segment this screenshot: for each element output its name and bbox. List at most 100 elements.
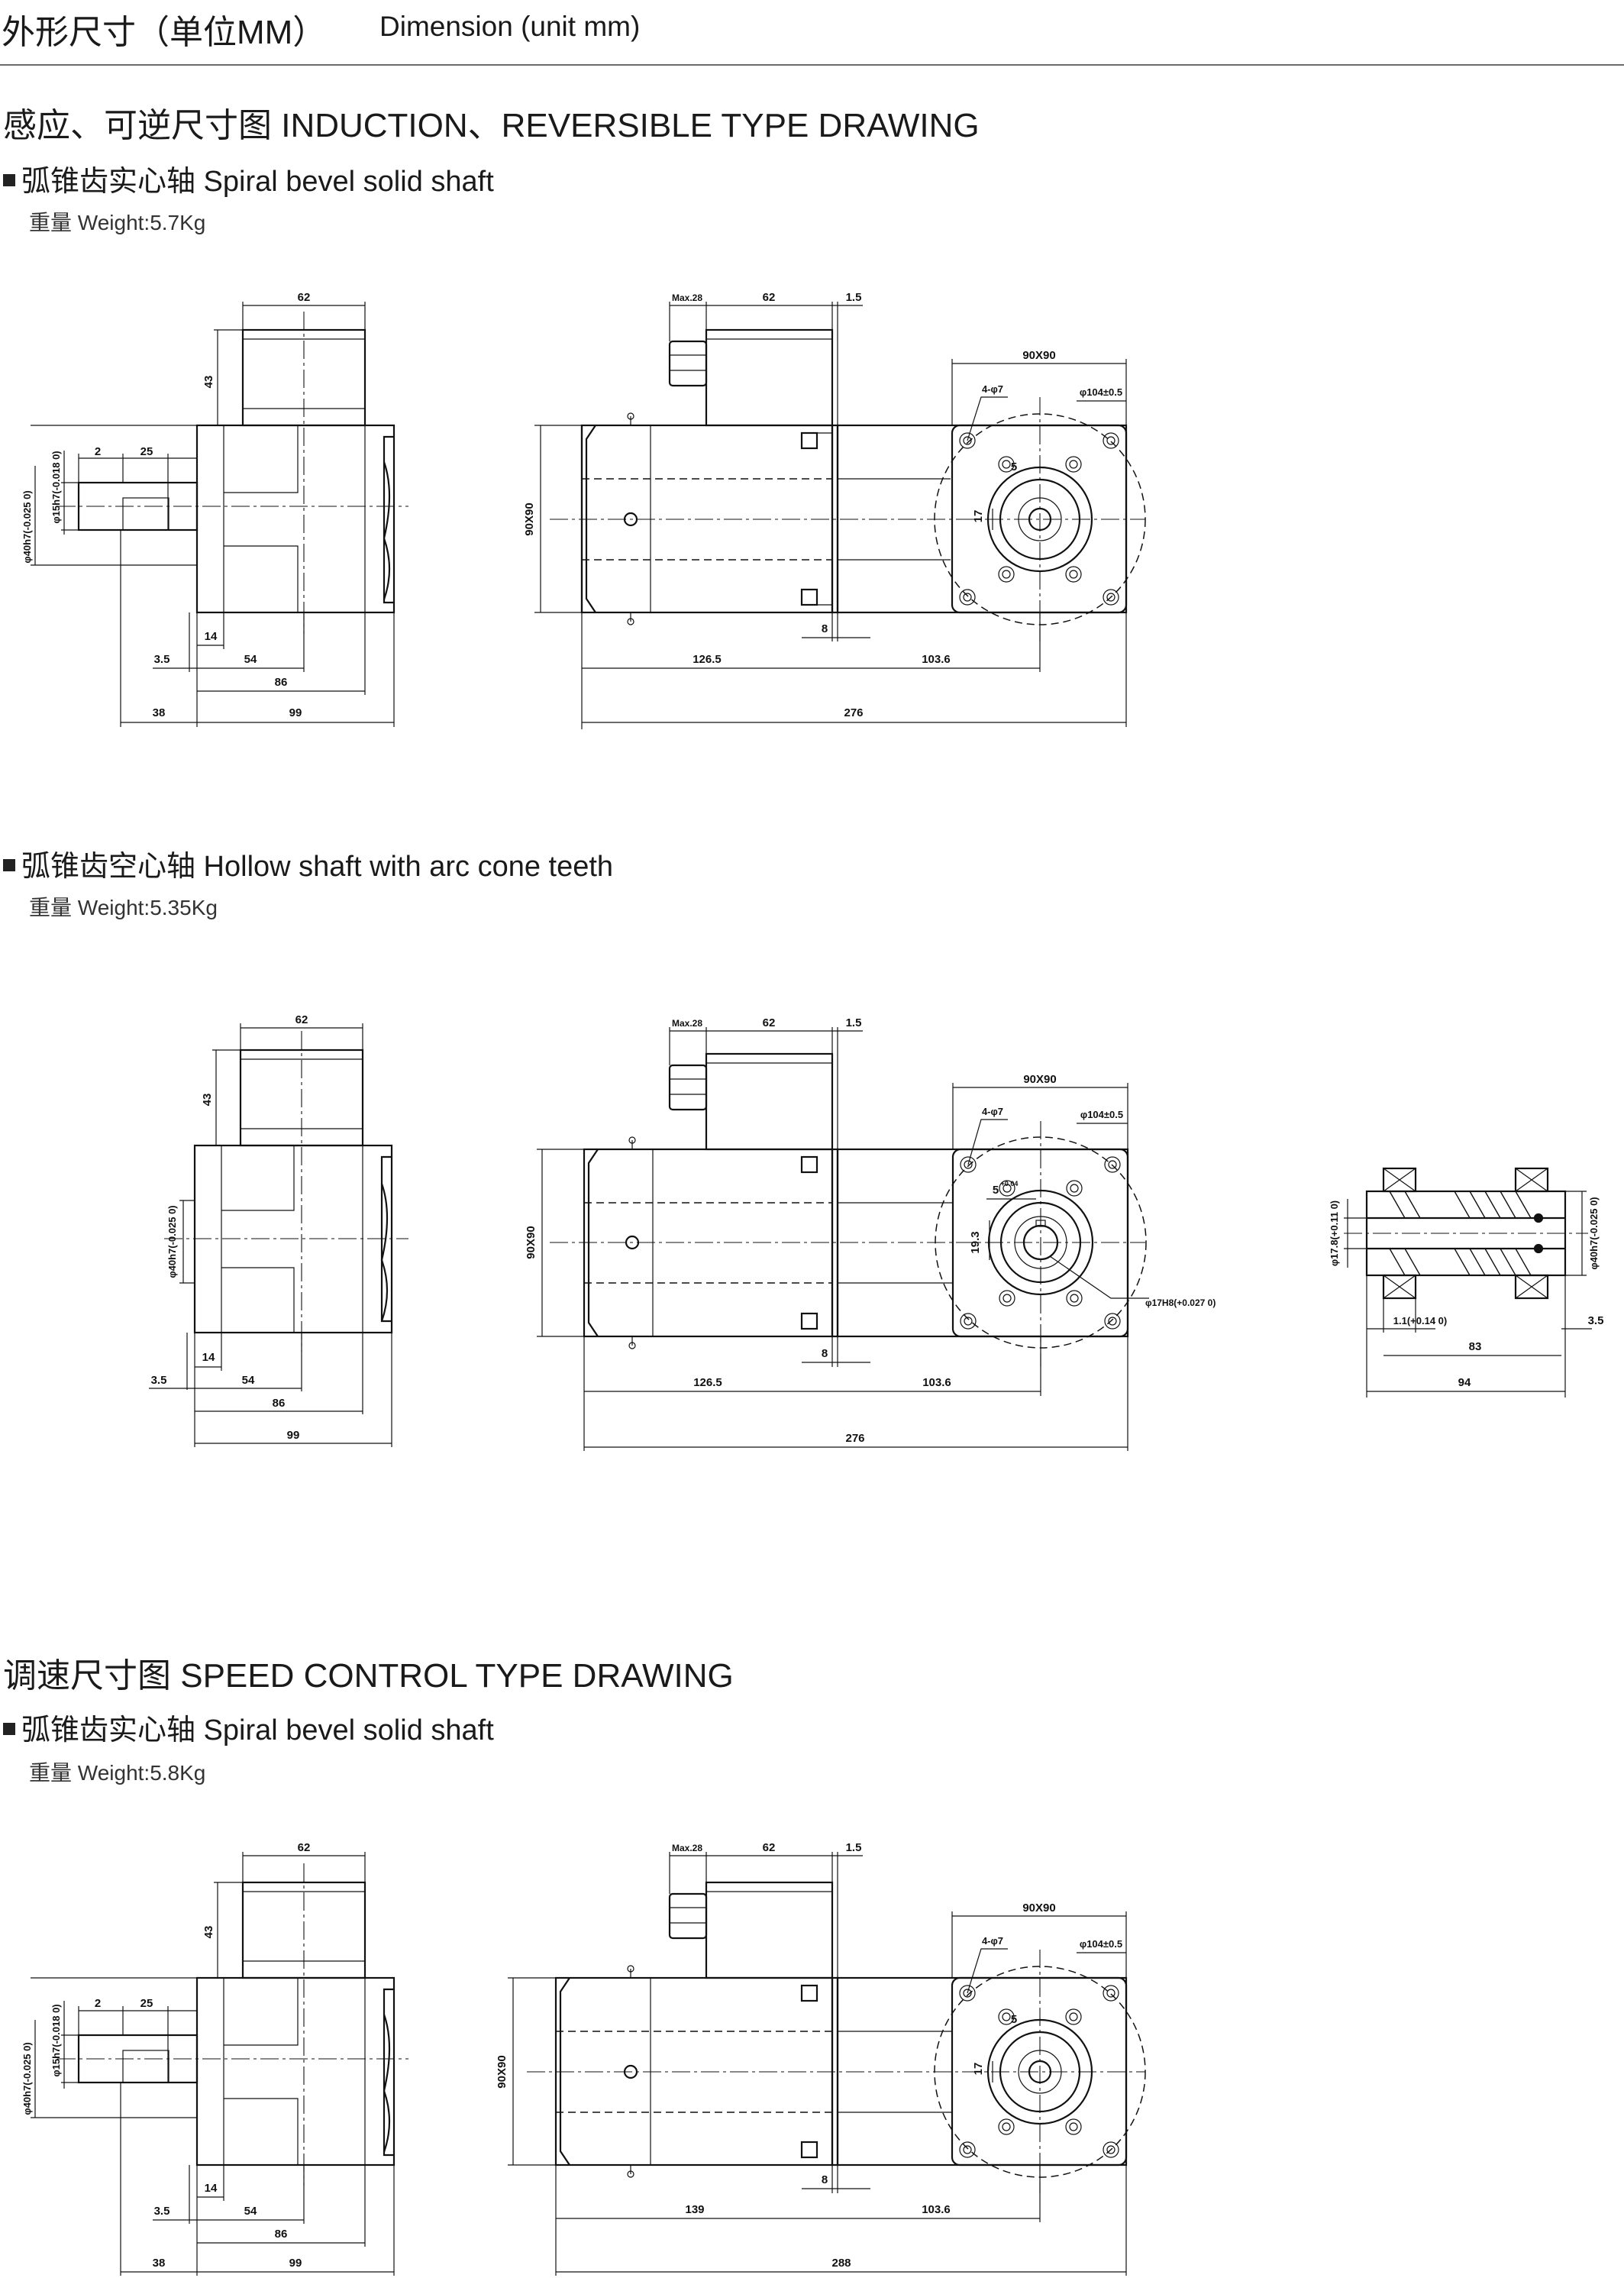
dim-90x90-v: 90X90 bbox=[496, 2055, 509, 2088]
page-header: 外形尺寸（单位MM） Dimension (unit mm) bbox=[0, 0, 1624, 67]
dim-1-1: 1.1(+0.14 0) bbox=[1393, 1315, 1447, 1326]
dim-2: 2 bbox=[95, 1997, 101, 2010]
dim-276: 276 bbox=[845, 1432, 864, 1445]
dim-phi40: φ40h7(-0.025 0) bbox=[166, 1205, 178, 1278]
dim-103-6: 103.6 bbox=[922, 653, 951, 666]
drawing-1: 62 43 2 25 φ15h7(-0.018 0) φ40h7(-0.025 … bbox=[21, 291, 1146, 729]
dim-43: 43 bbox=[202, 376, 215, 389]
dim-5: 5 bbox=[1011, 460, 1017, 473]
side-view: 62 43 φ40h7(-0.025 0) 14 3.5 54 86 99 bbox=[149, 1013, 408, 1447]
dim-90x90-h: 90X90 bbox=[1023, 1073, 1056, 1086]
dim-103-6: 103.6 bbox=[922, 2203, 951, 2216]
bearing-top-left bbox=[1382, 1167, 1417, 1193]
cable-gland bbox=[668, 340, 708, 387]
dim-5: 5 bbox=[993, 1184, 999, 1197]
dim-3-5: 3.5 bbox=[151, 1374, 167, 1387]
side-view: 62 43 2 25 φ15h7(-0.018 0) φ40h7(-0.025 … bbox=[21, 1841, 408, 2276]
dim-phi17H8: φ17H8(+0.027 0) bbox=[1145, 1297, 1216, 1308]
dim-14: 14 bbox=[205, 630, 218, 643]
front-view: Max.28 62 1.5 90X90 8 126.5 103.6 276 90… bbox=[525, 1016, 1216, 1451]
dim-139: 139 bbox=[685, 2203, 704, 2216]
dim-17: 17 bbox=[972, 2063, 985, 2076]
dim-126-5: 126.5 bbox=[693, 1376, 722, 1389]
dim-99: 99 bbox=[287, 1429, 300, 1442]
dim-phi104: φ104±0.5 bbox=[1080, 1938, 1122, 1950]
dim-288: 288 bbox=[831, 2257, 851, 2270]
dim-3-5: 3.5 bbox=[154, 2205, 170, 2218]
dim-phi15: φ15h7(-0.018 0) bbox=[50, 451, 62, 523]
bullet-square-icon bbox=[3, 173, 15, 186]
dim-14: 14 bbox=[202, 1351, 215, 1364]
dim-62: 62 bbox=[295, 1013, 308, 1026]
dim-3-5: 3.5 bbox=[154, 653, 170, 666]
dim-38: 38 bbox=[153, 706, 166, 719]
dim-90x90-v: 90X90 bbox=[525, 1226, 538, 1259]
weight-drawing-2: 重量 Weight:5.35Kg bbox=[29, 896, 218, 919]
dim-phi104: φ104±0.5 bbox=[1080, 386, 1122, 398]
dim-8: 8 bbox=[822, 1347, 828, 1360]
dim-86: 86 bbox=[275, 676, 288, 689]
motor-body bbox=[195, 1976, 396, 2167]
dim-99: 99 bbox=[289, 2257, 302, 2270]
dim-14: 14 bbox=[205, 2182, 218, 2195]
terminal-box bbox=[705, 1881, 834, 1979]
dim-17: 17 bbox=[972, 510, 985, 523]
bullet-square-icon bbox=[3, 1722, 15, 1735]
dim-3-5: 3.5 bbox=[1588, 1314, 1604, 1327]
dim-phi15: φ15h7(-0.018 0) bbox=[50, 2004, 62, 2076]
dim-86: 86 bbox=[273, 1397, 286, 1410]
section-title-induction: 感应、可逆尺寸图 INDUCTION、REVERSIBLE TYPE DRAWI… bbox=[3, 107, 980, 144]
dim-phi104: φ104±0.5 bbox=[1080, 1109, 1123, 1120]
dim-90x90-h: 90X90 bbox=[1022, 349, 1055, 362]
header-title-en: Dimension (unit mm) bbox=[379, 11, 641, 42]
dim-83: 83 bbox=[1469, 1340, 1482, 1353]
front-view: Max.28 62 1.5 90X90 8 126.5 103.6 276 90… bbox=[523, 291, 1146, 729]
drawing-2: 62 43 φ40h7(-0.025 0) 14 3.5 54 86 99 bbox=[149, 1013, 1604, 1451]
subtitle-drawing-1: 弧锥齿实心轴 Spiral bevel solid shaft bbox=[3, 157, 494, 199]
dim-103-6: 103.6 bbox=[922, 1376, 951, 1389]
dim-1-5: 1.5 bbox=[846, 1016, 862, 1029]
dim-8: 8 bbox=[822, 2173, 828, 2186]
bullet-square-icon bbox=[3, 858, 15, 871]
weight-drawing-3: 重量 Weight:5.8Kg bbox=[29, 1761, 206, 1785]
dim-phi40: φ40h7(-0.025 0) bbox=[1588, 1197, 1600, 1269]
dim-43: 43 bbox=[201, 1094, 214, 1107]
dim-phi40: φ40h7(-0.025 0) bbox=[21, 490, 33, 563]
cable-gland bbox=[668, 1892, 708, 1940]
dim-4-phi7: 4-φ7 bbox=[982, 383, 1003, 395]
dim-62: 62 bbox=[763, 291, 776, 304]
dim-38: 38 bbox=[153, 2257, 166, 2270]
dim-2: 2 bbox=[95, 445, 101, 458]
dim-62: 62 bbox=[298, 291, 311, 304]
dim-8: 8 bbox=[822, 622, 828, 635]
dim-25: 25 bbox=[140, 1997, 153, 2010]
dim-19-3: 19.3 bbox=[969, 1231, 982, 1253]
flange-face bbox=[951, 1976, 1128, 2167]
header-title-cn: 外形尺寸（单位MM） bbox=[2, 14, 327, 51]
section-title-speed-control: 调速尺寸图 SPEED CONTROL TYPE DRAWING bbox=[3, 1657, 734, 1695]
dim-max28: Max.28 bbox=[672, 292, 702, 303]
key bbox=[122, 497, 170, 531]
dim-1-5: 1.5 bbox=[846, 1841, 862, 1854]
dim-5-tol: +0.04 bbox=[1001, 1180, 1019, 1187]
key bbox=[122, 2050, 170, 2083]
dim-phi17-8: φ17.8(+0.11 0) bbox=[1329, 1200, 1340, 1266]
dim-90x90-v: 90X90 bbox=[523, 502, 536, 535]
terminal-box bbox=[705, 1052, 834, 1151]
terminal-box bbox=[705, 328, 834, 427]
dim-126-5: 126.5 bbox=[693, 653, 722, 666]
bearing-bottom-right bbox=[1514, 1274, 1549, 1300]
dim-4-phi7: 4-φ7 bbox=[982, 1935, 1003, 1947]
flange-face bbox=[951, 424, 1128, 614]
dim-62: 62 bbox=[763, 1016, 776, 1029]
dim-276: 276 bbox=[844, 706, 863, 719]
dim-90x90-h: 90X90 bbox=[1022, 1902, 1055, 1914]
front-view: Max.28 62 1.5 90X90 8 139 103.6 288 90X9… bbox=[496, 1841, 1146, 2276]
dim-5: 5 bbox=[1011, 2013, 1017, 2026]
hollow-shaft-section: φ17.8(+0.11 0) φ40h7(-0.025 0) 1.1(+0.14… bbox=[1329, 1167, 1604, 1397]
dim-62: 62 bbox=[298, 1841, 311, 1854]
dim-62: 62 bbox=[763, 1841, 776, 1854]
dim-54: 54 bbox=[242, 1374, 255, 1387]
header-divider bbox=[0, 64, 1624, 66]
subtitle-drawing-2: 弧锥齿空心轴 Hollow shaft with arc cone teeth bbox=[3, 842, 613, 884]
